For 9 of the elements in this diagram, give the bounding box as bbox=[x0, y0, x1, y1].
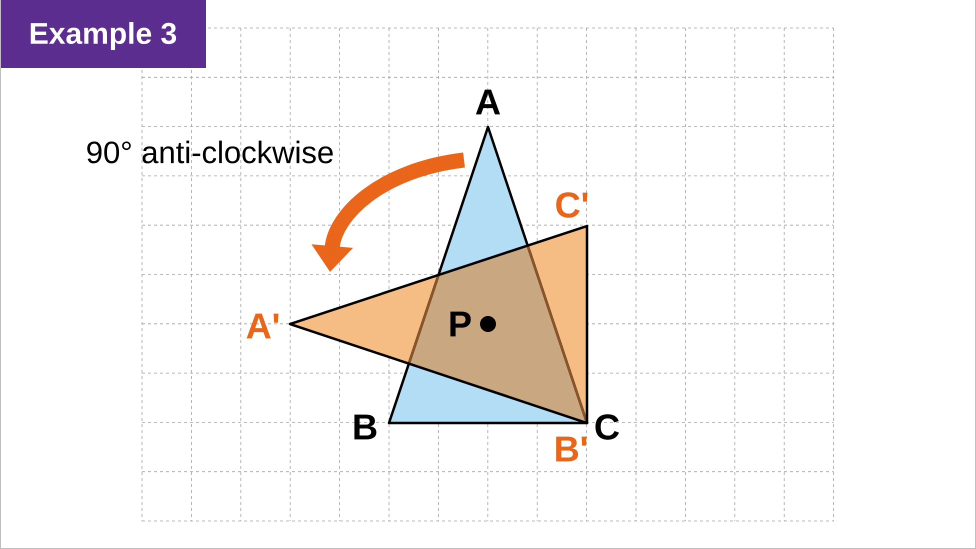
vertex-label: C bbox=[595, 414, 620, 440]
vertex-label: B' bbox=[556, 436, 586, 462]
vertex-label: B bbox=[354, 414, 376, 440]
vertex-label: C' bbox=[556, 192, 588, 218]
instruction-text: 90° anti-clockwise bbox=[87, 140, 333, 164]
vertex-label: A' bbox=[246, 314, 278, 338]
vertex-label: P bbox=[450, 312, 471, 336]
title-banner: Example 3 bbox=[0, 0, 206, 68]
vertex-label: A bbox=[476, 90, 500, 114]
